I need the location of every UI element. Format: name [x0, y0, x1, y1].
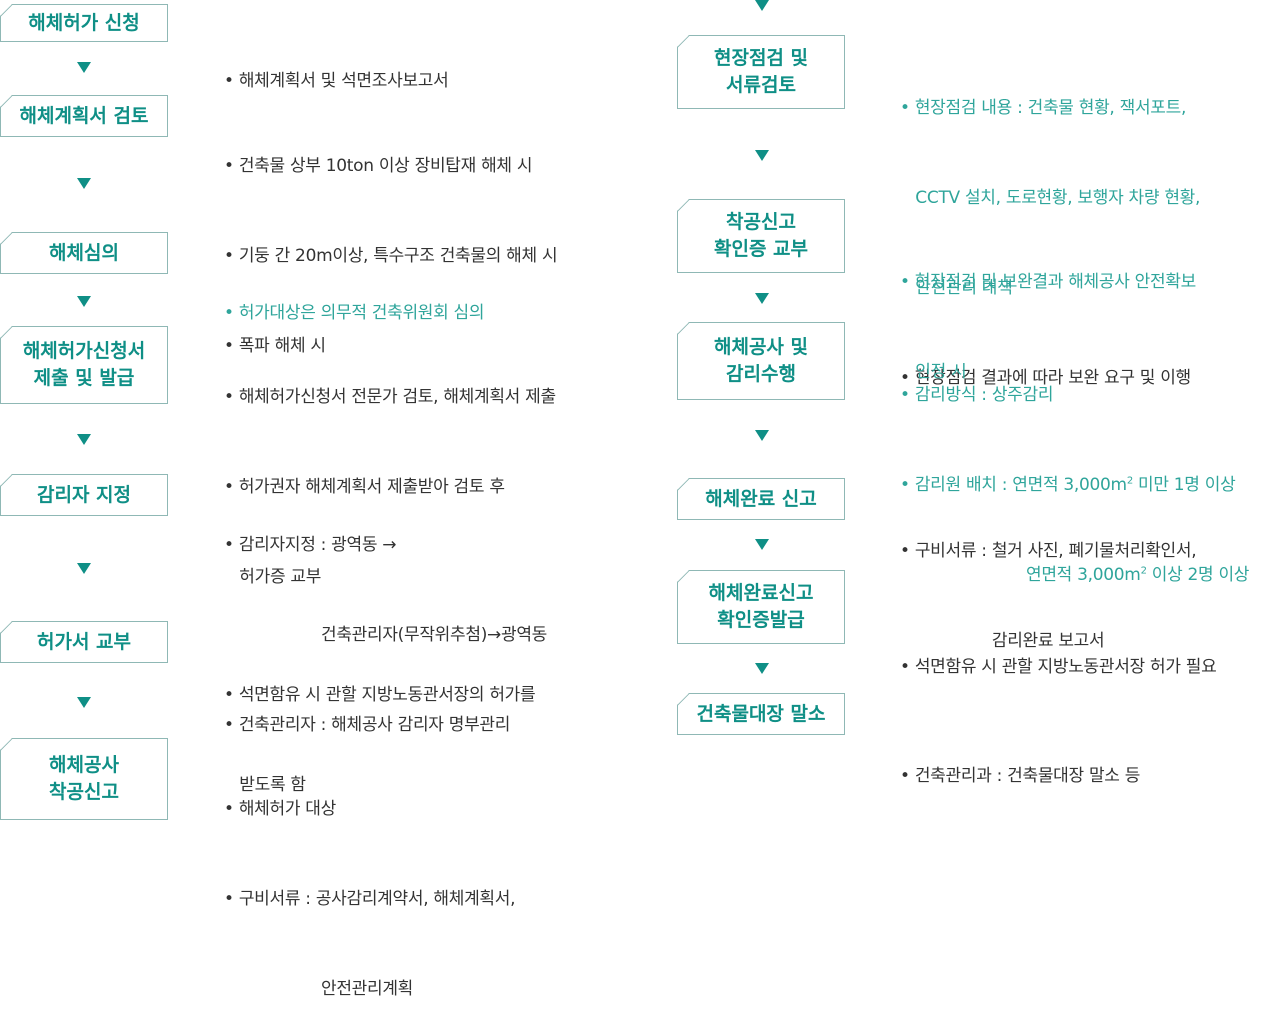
flow-arrow-icon — [77, 434, 91, 445]
step-label: 해체심의 — [49, 241, 119, 264]
flow-arrow-icon — [755, 150, 769, 161]
step-label: 감리자 지정 — [36, 483, 131, 506]
step-dismantle-deliberation: 해체심의 — [0, 232, 168, 274]
step-site-inspection: 현장점검 및 서류검토 — [677, 35, 845, 109]
desc-line: • 기둥 간 20m이상, 특수구조 건축물의 해체 시 — [224, 246, 558, 266]
step-label: 해체계획서 검토 — [19, 104, 149, 127]
desc-deliberation: • 허가대상은 의무적 건축위원회 심의 — [224, 238, 485, 358]
desc-line: • 건축관리자 : 해체공사 감리자 명부관리 — [224, 715, 511, 735]
step-label: 건축물대장 말소 — [696, 702, 826, 725]
desc-line: • 해체허가신청서 전문가 검토, 해체계획서 제출 — [224, 387, 556, 407]
desc-permit-application: • 해체계획서 및 석면조사보고서 — [224, 6, 449, 126]
desc-line: • 폭파 해체 시 — [224, 336, 326, 356]
desc-construction-start: • 해체허가 대상 • 구비서류 : 공사감리계약서, 해체계획서, 안전관리계… — [224, 734, 516, 1034]
flow-arrow-icon — [77, 296, 91, 307]
desc-line: 감리완료 보고서 — [900, 631, 1105, 651]
desc-line: • 해체계획서 및 석면조사보고서 — [224, 71, 449, 91]
desc-supervision: • 감리방식 : 상주감리 • 감리원 배치 : 연면적 3,000m2 미만 … — [900, 320, 1249, 620]
desc-plan-review: • 건축물 상부 10ton 이상 장비탑재 해체 시 • 기둥 간 20m이상… — [224, 91, 558, 391]
desc-line: 건축관리자(무작위추첨)→광역동 — [224, 625, 548, 645]
desc-line: • 감리자지정 : 광역동 → — [224, 535, 397, 555]
desc-line-text: 연면적 3,000m — [1026, 565, 1141, 585]
desc-permit-delivery: • 석면함유 시 관할 지방노동관서장의 허가를 받도록 함 — [224, 620, 536, 830]
flow-arrow-icon — [755, 663, 769, 674]
desc-line: • 건축물 상부 10ton 이상 장비탑재 해체 시 — [224, 156, 533, 176]
desc-line: • 허가대상은 의무적 건축위원회 심의 — [224, 303, 485, 323]
desc-line: 안전관리계획 — [224, 979, 414, 999]
step-dismantle-permit-application: 해체허가 신청 — [0, 4, 168, 42]
desc-line-text: • 감리원 배치 : 연면적 3,000m — [900, 475, 1127, 495]
desc-line: 인정 시 — [900, 362, 967, 382]
desc-completion-report: • 구비서류 : 철거 사진, 폐기물처리확인서, 감리완료 보고서 — [900, 476, 1197, 686]
flow-arrow-icon — [755, 0, 769, 11]
flow-arrow-icon — [77, 697, 91, 708]
step-label: 해체공사 착공신고 — [49, 754, 119, 803]
step-label: 현장점검 및 서류검토 — [713, 47, 808, 96]
step-completion-report: 해체완료 신고 — [677, 478, 845, 520]
desc-line: 안전관리 대책 — [900, 278, 1013, 298]
desc-line: CCTV 설치, 도로현황, 보행자 차량 현황, — [900, 188, 1201, 208]
step-label: 해체완료 신고 — [705, 487, 817, 510]
step-construction-start-report: 해체공사 착공신고 — [0, 738, 168, 820]
step-label: 해체허가 신청 — [28, 11, 140, 34]
superscript: 2 — [1126, 475, 1133, 487]
step-label: 해체허가신청서 제출 및 발급 — [22, 340, 146, 389]
desc-line: • 현장점검 내용 : 건축물 현황, 잭서포트, — [900, 98, 1187, 118]
desc-line: • 해체허가 대상 — [224, 799, 336, 819]
desc-register-deletion: • 건축관리과 : 건축물대장 말소 등 — [900, 701, 1140, 821]
desc-line: • 현장점검 및 보완결과 해체공사 안전확보 — [900, 272, 1197, 292]
desc-site-inspection: • 현장점검 내용 : 건축물 현황, 잭서포트, CCTV 설치, 도로현황,… — [900, 33, 1200, 423]
step-building-register-deletion: 건축물대장 말소 — [677, 693, 845, 735]
step-label: 착공신고 확인증 교부 — [713, 211, 808, 260]
desc-line-text: 이상 2명 이상 — [1146, 565, 1250, 585]
desc-line: 받도록 함 — [224, 775, 306, 795]
desc-line: 허가증 교부 — [224, 567, 322, 587]
desc-line: • 구비서류 : 공사감리계약서, 해체계획서, — [224, 889, 516, 909]
step-start-confirmation-delivery: 착공신고 확인증 교부 — [677, 199, 845, 273]
flow-arrow-icon — [755, 430, 769, 441]
step-construction-supervision: 해체공사 및 감리수행 — [677, 322, 845, 400]
flow-arrow-icon — [755, 293, 769, 304]
desc-line: • 석면함유 시 관할 지방노동관서장 허가 필요 — [900, 657, 1217, 677]
desc-line: • 건축관리과 : 건축물대장 말소 등 — [900, 766, 1141, 786]
step-label: 해체공사 및 감리수행 — [713, 336, 808, 385]
desc-line: 연면적 3,000m2 이상 2명 이상 — [900, 560, 1249, 590]
flow-arrow-icon — [77, 178, 91, 189]
desc-line-text: 미만 1명 이상 — [1132, 475, 1236, 495]
step-permit-delivery: 허가서 교부 — [0, 621, 168, 663]
desc-line: • 감리원 배치 : 연면적 3,000m2 미만 1명 이상 — [900, 470, 1249, 500]
desc-line: • 구비서류 : 철거 사진, 폐기물처리확인서, — [900, 541, 1197, 561]
step-dismantle-plan-review: 해체계획서 검토 — [0, 95, 168, 137]
flow-arrow-icon — [755, 539, 769, 550]
desc-line: • 허가권자 해체계획서 제출받아 검토 후 — [224, 477, 505, 497]
step-permit-application-issuance: 해체허가신청서 제출 및 발급 — [0, 326, 168, 404]
desc-start-confirmation: • 현장점검 및 보완결과 해체공사 안전확보 인정 시 — [900, 207, 1196, 417]
desc-supervisor: • 감리자지정 : 광역동 → 건축관리자(무작위추첨)→광역동 • 건축관리자… — [224, 470, 547, 770]
desc-line: • 감리방식 : 상주감리 — [900, 385, 1054, 405]
desc-line: • 석면함유 시 관할 지방노동관서장의 허가를 — [224, 685, 536, 705]
superscript: 2 — [1140, 565, 1147, 577]
step-completion-confirmation: 해체완료신고 확인증발급 — [677, 570, 845, 644]
flow-arrow-icon — [77, 62, 91, 73]
flow-arrow-icon — [77, 563, 91, 574]
step-label: 해체완료신고 확인증발급 — [708, 582, 814, 631]
step-label: 허가서 교부 — [36, 630, 131, 653]
desc-line: • 현장점검 결과에 따라 보완 요구 및 이행 — [900, 368, 1191, 388]
desc-completion-confirmation: • 석면함유 시 관할 지방노동관서장 허가 필요 — [900, 592, 1217, 712]
step-supervisor-designation: 감리자 지정 — [0, 474, 168, 516]
desc-permit-issuance: • 해체허가신청서 전문가 검토, 해체계획서 제출 • 허가권자 해체계획서 … — [224, 322, 556, 622]
